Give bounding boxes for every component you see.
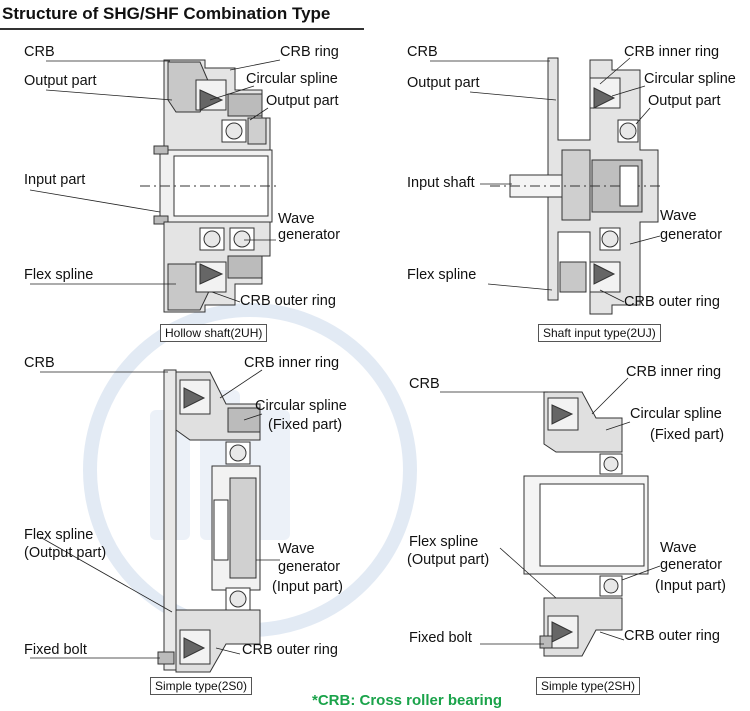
- label-shaft-input-shaft: Input shaft: [407, 175, 475, 191]
- label-2s0-crb: CRB: [24, 355, 55, 371]
- label-shaft-generator: generator: [660, 227, 723, 243]
- label-hollow-crb-ring: CRB ring: [280, 44, 339, 60]
- label-2sh-circular-spline: Circular spline: [630, 406, 722, 422]
- label-hollow-generator: generator: [278, 227, 341, 243]
- label-2sh-crb-outer-ring: CRB outer ring: [624, 628, 720, 644]
- label-shaft-output-part: Output part: [407, 75, 480, 91]
- label-2s0-crb-outer-ring: CRB outer ring: [242, 642, 338, 658]
- label-hollow-input-part: Input part: [24, 172, 86, 188]
- label-hollow-circular-spline: Circular spline: [246, 71, 338, 87]
- label-shaft-crb: CRB: [407, 44, 438, 60]
- caption-simple-2s0: Simple type(2S0): [150, 677, 253, 695]
- caption-shaft-input: Shaft input type(2UJ): [538, 324, 661, 342]
- caption-hollow-shaft: Hollow shaft(2UH): [160, 324, 268, 342]
- label-hollow-output-part-right: Output part: [266, 93, 339, 109]
- label-2sh-flex-spline: Flex spline: [409, 534, 479, 550]
- label-2s0-circular-spline: Circular spline: [255, 398, 347, 414]
- label-2s0-flex-spline: Flex spline: [24, 527, 94, 543]
- label-shaft-output-part-right: Output part: [648, 93, 721, 109]
- label-hollow-flex-spline: Flex spline: [24, 267, 94, 283]
- caption-simple-2sh: Simple type(2SH): [536, 677, 641, 695]
- page-title: Structure of SHG/SHF Combination Type: [2, 4, 331, 23]
- label-2s0-generator-sub: (Input part): [272, 579, 343, 595]
- label-2sh-circular-spline-sub: (Fixed part): [650, 427, 725, 443]
- label-shaft-circular-spline: Circular spline: [644, 71, 736, 87]
- label-2sh-flex-spline-sub: (Output part): [407, 552, 490, 568]
- label-2sh-generator: generator: [660, 557, 723, 573]
- label-2s0-flex-spline-sub: (Output part): [24, 545, 107, 561]
- label-shaft-wave: Wave: [660, 208, 697, 224]
- label-2s0-wave: Wave: [278, 541, 315, 557]
- label-2s0-crb-inner-ring: CRB inner ring: [244, 355, 340, 371]
- footnote-crb: *CRB: Cross roller bearing: [312, 692, 503, 709]
- label-2s0-circular-spline-sub: (Fixed part): [268, 417, 343, 433]
- label-2sh-crb-inner-ring: CRB inner ring: [626, 364, 722, 380]
- label-hollow-wave: Wave: [278, 211, 315, 227]
- label-2sh-fixed-bolt: Fixed bolt: [409, 630, 472, 646]
- label-hollow-crb-outer-ring: CRB outer ring: [240, 293, 336, 309]
- label-hollow-crb: CRB: [24, 44, 55, 60]
- label-hollow-output-part: Output part: [24, 73, 97, 89]
- label-shaft-crb-outer-ring: CRB outer ring: [624, 294, 720, 310]
- label-2sh-crb: CRB: [409, 376, 440, 392]
- label-2s0-fixed-bolt: Fixed bolt: [24, 642, 87, 658]
- label-2sh-wave: Wave: [660, 540, 697, 556]
- label-shaft-crb-inner-ring: CRB inner ring: [624, 44, 720, 60]
- label-shaft-flex-spline: Flex spline: [407, 267, 477, 283]
- label-2sh-generator-sub: (Input part): [655, 578, 726, 594]
- label-2s0-generator: generator: [278, 559, 341, 575]
- title-underline: [0, 28, 364, 30]
